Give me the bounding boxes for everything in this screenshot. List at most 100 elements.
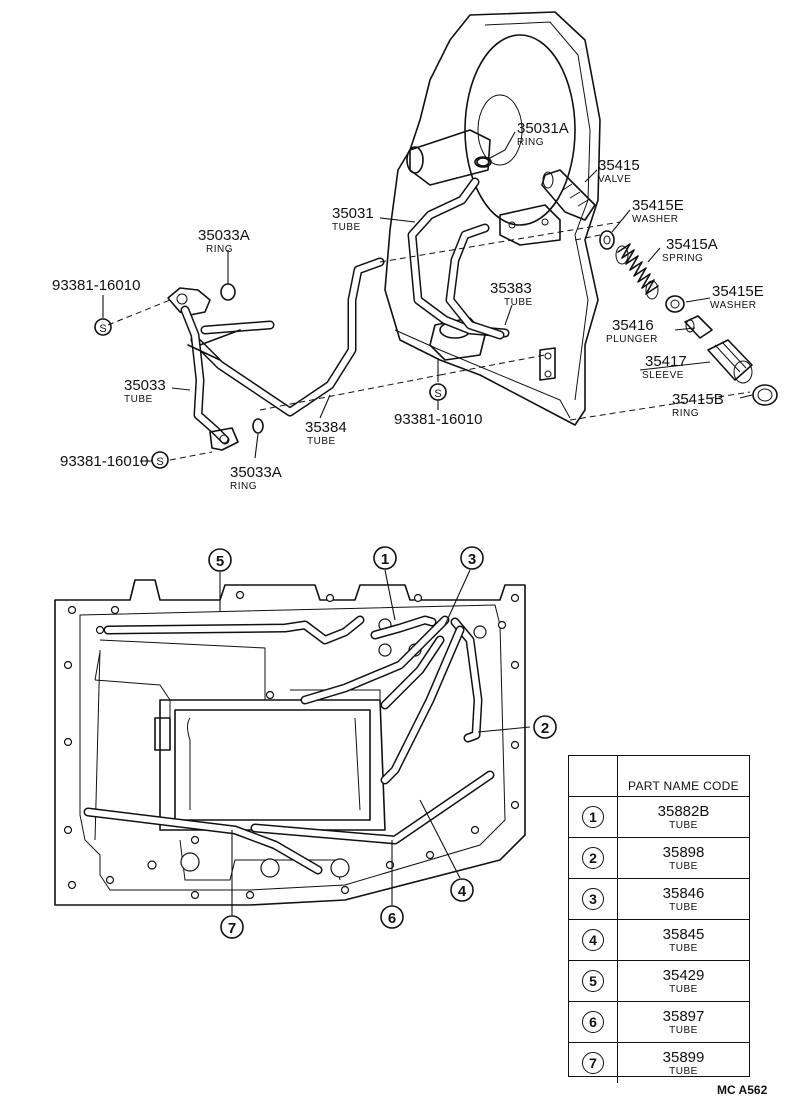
legend-number: 2 bbox=[582, 847, 604, 869]
sleeve-35417 bbox=[707, 339, 753, 384]
label-93381-b: 93381-16010 bbox=[394, 411, 482, 428]
label-35415E-2: 35415E WASHER bbox=[710, 283, 764, 311]
svg-text:35033A: 35033A bbox=[230, 464, 282, 481]
label-35415: 35415 VALVE bbox=[598, 157, 640, 185]
svg-text:3: 3 bbox=[468, 551, 476, 568]
legend-header-label: PART NAME CODE bbox=[628, 779, 739, 793]
svg-text:TUBE: TUBE bbox=[332, 222, 361, 233]
callout-6: 6 bbox=[380, 905, 404, 929]
legend-number: 4 bbox=[582, 929, 604, 951]
svg-text:SPRING: SPRING bbox=[662, 253, 703, 264]
svg-text:35033A: 35033A bbox=[198, 227, 250, 244]
legend-code: 35897 bbox=[662, 1007, 705, 1025]
tube-35384 bbox=[190, 257, 385, 417]
washer-35415E-1 bbox=[599, 230, 615, 250]
tube-5-35429 bbox=[103, 615, 365, 645]
svg-text:35415E: 35415E bbox=[712, 283, 764, 300]
ring-35415B bbox=[752, 384, 778, 406]
svg-text:35384: 35384 bbox=[305, 419, 347, 436]
label-35033: 35033 TUBE bbox=[124, 377, 166, 405]
svg-text:WASHER: WASHER bbox=[632, 214, 679, 225]
label-35033A-2: 35033A RING bbox=[230, 464, 282, 492]
tube-6-35897 bbox=[250, 770, 495, 845]
svg-text:PLUNGER: PLUNGER bbox=[606, 334, 658, 345]
legend-name: TUBE bbox=[669, 1024, 698, 1036]
washer-35415E-2 bbox=[665, 295, 685, 313]
label-35415A: 35415A SPRING bbox=[662, 236, 718, 264]
svg-text:S: S bbox=[99, 323, 106, 335]
screw-symbol-1: S bbox=[94, 318, 112, 336]
legend-number: 5 bbox=[582, 970, 604, 992]
svg-text:35033: 35033 bbox=[124, 377, 166, 394]
label-35416: 35416 PLUNGER bbox=[606, 317, 658, 345]
label-35384: 35384 TUBE bbox=[305, 419, 347, 447]
callout-5: 5 bbox=[208, 548, 232, 572]
ring-35033A-top bbox=[220, 283, 236, 301]
svg-text:RING: RING bbox=[517, 137, 544, 148]
legend-name: TUBE bbox=[669, 942, 698, 954]
svg-text:35383: 35383 bbox=[490, 280, 532, 297]
legend-code: 35882B bbox=[657, 802, 710, 820]
valve-35415 bbox=[541, 169, 596, 221]
tube-7-35899 bbox=[83, 807, 323, 875]
legend-code: 35845 bbox=[662, 925, 705, 943]
svg-text:SLEEVE: SLEEVE bbox=[642, 370, 684, 381]
svg-text:RING: RING bbox=[206, 244, 233, 255]
legend-name: TUBE bbox=[669, 901, 698, 913]
svg-text:S: S bbox=[156, 456, 163, 468]
svg-text:35415B: 35415B bbox=[672, 391, 724, 408]
svg-text:7: 7 bbox=[228, 920, 236, 937]
legend-number: 7 bbox=[582, 1052, 604, 1074]
callout-2: 2 bbox=[533, 715, 557, 739]
svg-text:TUBE: TUBE bbox=[307, 436, 336, 447]
legend-number: 3 bbox=[582, 888, 604, 910]
legend-name: TUBE bbox=[669, 983, 698, 995]
legend-name: TUBE bbox=[669, 819, 698, 831]
valve-body-plate bbox=[54, 579, 526, 906]
diagram-reference-code: MC A562 bbox=[717, 1083, 768, 1097]
svg-text:TUBE: TUBE bbox=[124, 394, 153, 405]
svg-text:TUBE: TUBE bbox=[504, 297, 533, 308]
tube-4-35845 bbox=[380, 625, 465, 785]
screw-symbol-3: S bbox=[151, 451, 169, 469]
legend-code: 35846 bbox=[662, 884, 705, 902]
svg-text:RING: RING bbox=[672, 408, 699, 419]
transmission-case bbox=[384, 11, 601, 426]
svg-text:6: 6 bbox=[388, 910, 396, 927]
legend-code: 35898 bbox=[662, 843, 705, 861]
label-35417: 35417 SLEEVE bbox=[642, 353, 687, 381]
legend-code: 35899 bbox=[662, 1048, 705, 1066]
svg-text:35417: 35417 bbox=[645, 353, 687, 370]
callout-7: 7 bbox=[220, 915, 244, 939]
svg-text:1: 1 bbox=[381, 551, 389, 568]
callout-3: 3 bbox=[460, 546, 484, 570]
label-35033A-1: 35033A RING bbox=[198, 227, 250, 255]
legend-code: 35429 bbox=[662, 966, 705, 984]
svg-text:35415A: 35415A bbox=[666, 236, 718, 253]
plunger-35416 bbox=[684, 315, 713, 339]
svg-text:4: 4 bbox=[458, 883, 467, 900]
svg-text:35031A: 35031A bbox=[517, 120, 569, 137]
callout-4: 4 bbox=[450, 878, 474, 902]
ring-35033A-bottom bbox=[252, 418, 264, 434]
screw-symbol-2: S bbox=[429, 383, 447, 401]
label-35415E-1: 35415E WASHER bbox=[632, 197, 684, 225]
legend-name: TUBE bbox=[669, 1065, 698, 1077]
tube-1-35882B bbox=[370, 615, 437, 640]
svg-text:RING: RING bbox=[230, 481, 257, 492]
label-93381-a: 93381-16010 bbox=[52, 277, 140, 294]
svg-text:35415E: 35415E bbox=[632, 197, 684, 214]
legend-number: 6 bbox=[582, 1011, 604, 1033]
tube-35031 bbox=[407, 177, 510, 338]
label-35383: 35383 TUBE bbox=[490, 280, 533, 308]
legend-header: PART NAME CODE bbox=[569, 756, 749, 797]
svg-text:5: 5 bbox=[216, 553, 224, 570]
